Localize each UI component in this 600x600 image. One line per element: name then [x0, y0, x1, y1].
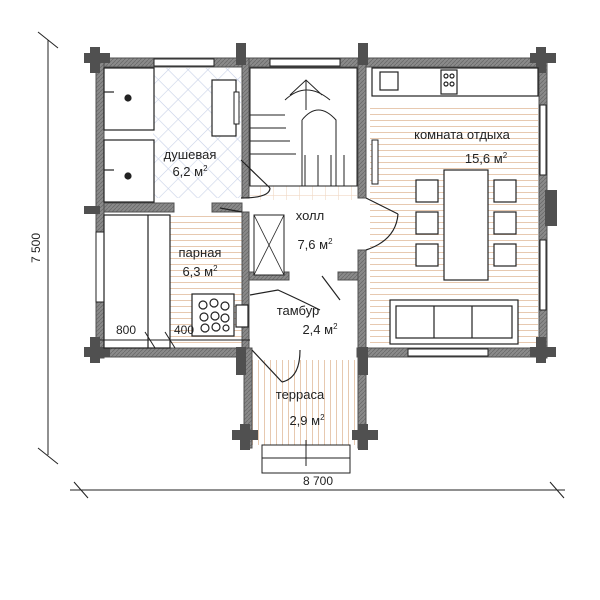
vestibule-area: 2,4 м2 — [302, 322, 338, 337]
terrace-area: 2,9 м2 — [289, 413, 325, 428]
dining-chairs — [415, 179, 517, 267]
dimension-height: 7 500 — [29, 233, 43, 263]
steam-name: парная — [179, 245, 222, 260]
dimension-lines — [37, 31, 565, 499]
dimension-segment-b: 400 — [174, 323, 194, 337]
steam-area: 6,3 м2 — [182, 264, 218, 279]
terrace-floor — [252, 360, 358, 445]
vestibule-name: тамбур — [277, 303, 320, 318]
staircase — [249, 67, 358, 187]
shower-cabin-2 — [103, 139, 155, 203]
sauna-stove — [191, 293, 249, 337]
kitchen-counter — [371, 67, 539, 97]
hall-box-cross — [253, 214, 285, 276]
log-ends — [84, 43, 557, 450]
terrace-name: терраса — [276, 387, 325, 402]
shower-cabin-1 — [103, 67, 155, 131]
sofa — [389, 299, 519, 345]
hall-area: 7,6 м2 — [297, 237, 333, 252]
dimension-segment-a: 800 — [116, 323, 136, 337]
lounge-partition — [233, 91, 240, 125]
terrace-steps — [261, 440, 351, 474]
lounge-name: комната отдыха — [414, 127, 511, 142]
lounge-area: 15,6 м2 — [465, 151, 508, 166]
shower-name: душевая — [164, 147, 217, 162]
hall-name: холл — [296, 208, 324, 223]
shower-bench — [211, 79, 237, 137]
dining-table — [443, 169, 489, 281]
steam-bench — [103, 214, 171, 349]
dimension-width: 8 700 — [303, 474, 333, 488]
shower-area: 6,2 м2 — [172, 164, 208, 179]
wall-radiator — [371, 139, 379, 185]
doors — [219, 159, 399, 383]
